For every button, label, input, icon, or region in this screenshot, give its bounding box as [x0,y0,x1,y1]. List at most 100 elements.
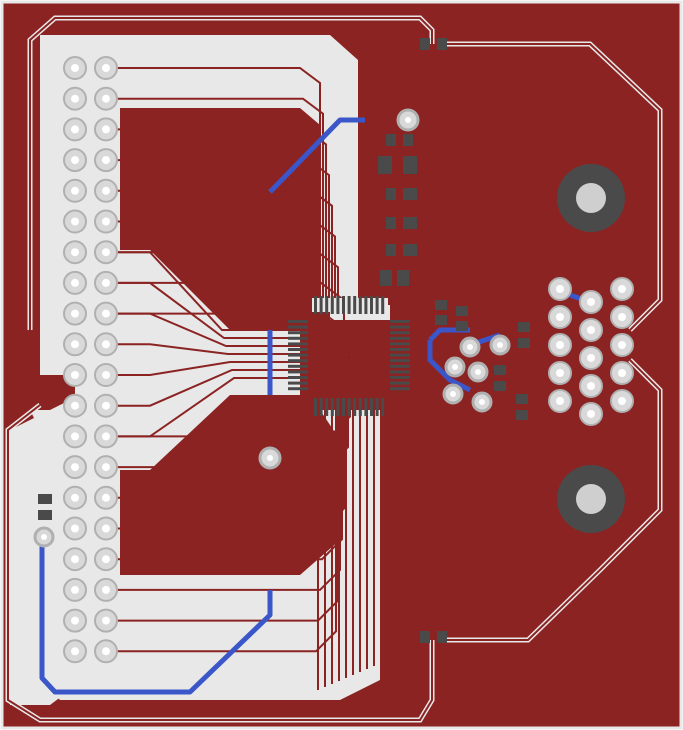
ic-pin [381,398,385,416]
connector-pin-hole [556,397,564,405]
ic-pin [381,296,385,314]
ic-pin [390,331,410,335]
ic-pin [390,364,410,368]
header-pin-hole [71,524,79,533]
mounting-holes [557,164,625,533]
ic-pin [364,296,368,314]
header-pin-hole [102,616,110,625]
connector-pin-hole [587,354,595,362]
header-pin-hole [102,493,110,502]
trace [106,97,324,305]
ic-pin [390,320,410,323]
trace [106,410,345,530]
ic-pin [353,296,357,314]
header-pin-hole [102,64,110,72]
ic-pin [319,296,323,314]
header-pin-hole [102,309,110,318]
ic-bundle-traces [316,300,383,690]
ic-pin [288,348,308,351]
header-pin-hole [71,616,79,625]
header-pin-hole [102,555,110,564]
ic-pin [288,387,308,391]
header-pin-hole [71,217,79,226]
ic-pin [314,398,317,416]
ic-pin [390,381,410,385]
ic-pin [288,376,308,379]
connector-pin-hole [587,410,595,418]
header-pin-hole [102,647,110,656]
header-pin-hole [71,340,79,349]
header-pin-hole [102,278,110,287]
ic-pin [358,296,362,314]
trace [106,67,321,305]
ic-pin [330,296,334,314]
ic-pin [288,359,308,363]
header-pin-hole [102,432,110,441]
header-pin-hole [71,125,79,134]
trace [106,189,333,305]
connector-pin-hole [556,369,564,377]
ic-pin [288,364,308,368]
ic-pin [375,398,379,416]
connector-pin-hole [587,298,595,306]
connector-pin-hole [556,285,564,293]
ic-pin [288,331,308,335]
ic-pin [364,398,368,416]
ic-pin [375,296,379,314]
header-pin-hole [102,463,110,472]
ic-pin [347,296,351,314]
ic-pin [370,398,373,416]
header-pin-hole [102,524,110,533]
ic-pin [325,398,329,416]
ic-pin [370,296,373,314]
header-left-2x20 [63,56,118,664]
ic-pin [390,348,410,351]
header-pin-hole [102,340,110,349]
header-pin-hole [71,493,79,502]
ic-pin [288,370,308,374]
header-pin-hole [71,371,79,379]
header-pin-hole [102,248,110,257]
header-pin-hole [71,64,79,72]
header-pin-hole [71,401,79,410]
trace [106,128,327,305]
ic-pin [390,370,410,374]
ic-pin [288,336,308,340]
ic-pin [390,336,410,340]
trace [106,312,300,347]
connector-pin-hole [618,285,626,293]
connector-pin-hole [587,382,595,390]
outer-routing-traces-core [7,17,661,721]
connector-pin-hole [618,313,626,321]
ic-pin [390,325,410,329]
ic-u1: · [288,296,410,416]
trace [106,305,345,331]
ic-pin [353,398,357,416]
ic-pin [288,381,308,385]
connector-pin-hole [618,397,626,405]
ic-pin [319,398,323,416]
ic-pin [288,325,308,329]
connector-pin-hole [618,369,626,377]
ic-pin [336,398,340,416]
header-pin-hole [102,125,110,134]
header-pin-hole [71,555,79,564]
header-pin-hole [71,309,79,318]
header-pin-hole [102,371,110,379]
header-pin-hole [102,585,110,594]
trace [106,159,330,305]
header-pin-hole [71,248,79,257]
connector-pin-hole [587,326,595,334]
ic-pin [390,387,410,391]
trace [106,251,300,331]
ic-pin [336,296,340,314]
header-pin-hole [102,94,110,103]
trace [106,369,300,407]
vias [33,108,511,548]
connector-pin-hole [556,313,564,321]
ic-pin [358,398,362,416]
ic-pin [347,398,351,416]
header-pin-hole [71,463,79,472]
